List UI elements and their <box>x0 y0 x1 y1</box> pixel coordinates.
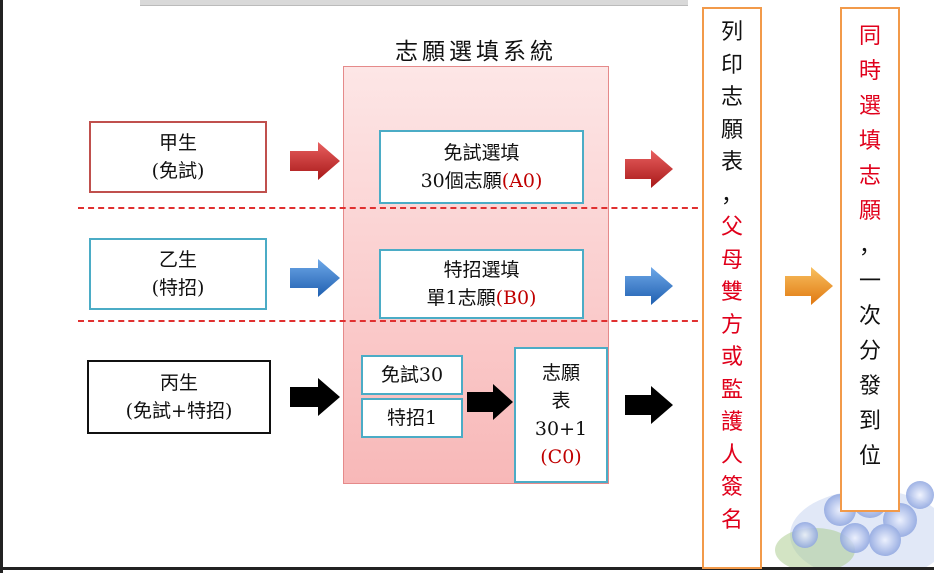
black-arrow-icon <box>467 384 513 420</box>
result-column: 同 時 選 填 志 願 ， 一 次 分 發 到 位 <box>840 7 900 512</box>
signature-char: 父 <box>720 215 743 240</box>
student-c-box: 丙生 (免試+特招) <box>87 360 271 434</box>
signature-char: 護 <box>720 410 743 435</box>
result-char: 一 <box>858 269 881 294</box>
process-c-exempt-label: 免試30 <box>380 364 444 386</box>
student-c-name: 丙生 <box>159 372 198 394</box>
signature-char: 簽 <box>720 475 743 500</box>
process-a-code: (A0) <box>501 170 543 192</box>
result-char: 選 <box>858 94 881 119</box>
result-char: 發 <box>858 374 881 399</box>
red-arrow-icon <box>625 150 673 188</box>
process-c-form-line1: 志願 <box>541 362 580 384</box>
black-arrow-icon <box>625 386 673 424</box>
result-char: 志 <box>858 164 881 189</box>
result-char: 填 <box>858 129 881 154</box>
system-title: 志願選填系統 <box>395 39 557 65</box>
print-char: 表 <box>720 150 743 175</box>
process-b-line2: 單1志願(B0) <box>427 284 537 312</box>
print-form-column: 列 印 志 願 表 ， 父 母 雙 方 或 監 護 人 簽 名 <box>702 7 762 569</box>
process-c-form-box: 志願 表 30+1 (C0) <box>514 347 608 483</box>
red-arrow-icon <box>290 142 340 180</box>
result-char: 位 <box>858 444 881 469</box>
process-c-special-box: 特招1 <box>361 398 463 438</box>
result-char: 願 <box>858 199 881 224</box>
result-char: 時 <box>858 59 881 84</box>
student-a-box: 甲生 (免試) <box>89 121 267 193</box>
print-char: 印 <box>720 52 743 78</box>
frame-left-border <box>0 0 3 573</box>
student-b-box: 乙生 (特招) <box>89 238 267 310</box>
result-char: 次 <box>858 304 881 329</box>
process-a-line1: 免試選填 <box>443 142 520 164</box>
process-a-line2: 30個志願(A0) <box>421 167 543 195</box>
process-c-form-line4: (C0) <box>540 446 582 468</box>
process-b-code: (B0) <box>495 287 537 309</box>
blue-arrow-icon <box>290 259 340 297</box>
result-char: ， <box>858 234 881 259</box>
process-b-line1: 特招選填 <box>443 259 520 281</box>
signature-char: 母 <box>720 247 743 273</box>
print-char: ， <box>720 182 743 208</box>
signature-char: 監 <box>720 377 743 403</box>
print-char: 志 <box>720 85 743 110</box>
process-a-box: 免試選填 30個志願(A0) <box>379 130 584 204</box>
process-c-form-line3: 30+1 <box>534 418 588 440</box>
top-bar <box>140 0 688 6</box>
student-a-type: (免試) <box>151 160 205 182</box>
process-c-exempt-box: 免試30 <box>361 355 463 395</box>
result-char: 分 <box>858 339 881 364</box>
orange-arrow-icon <box>785 267 833 305</box>
student-b-type: (特招) <box>151 277 205 299</box>
print-char: 列 <box>720 20 743 45</box>
result-char: 同 <box>858 24 881 49</box>
signature-char: 雙 <box>720 280 743 305</box>
student-c-type: (免試+特招) <box>125 400 233 422</box>
process-b-box: 特招選填 單1志願(B0) <box>379 249 584 319</box>
blue-arrow-icon <box>625 267 673 305</box>
print-char: 願 <box>720 117 743 143</box>
signature-char: 名 <box>720 507 743 533</box>
signature-char: 人 <box>720 442 743 468</box>
process-b-count: 單1志願 <box>426 287 496 309</box>
dashed-separator-2 <box>78 320 708 322</box>
signature-char: 或 <box>720 345 743 370</box>
signature-char: 方 <box>720 312 743 338</box>
process-c-special-label: 特招1 <box>386 407 438 429</box>
process-c-form-line2: 表 <box>551 390 571 412</box>
frame-bottom-border <box>0 567 934 570</box>
student-b-name: 乙生 <box>158 249 197 271</box>
process-a-count: 30個志願 <box>420 170 502 192</box>
dashed-separator-1 <box>78 207 708 209</box>
student-a-name: 甲生 <box>158 132 197 154</box>
result-char: 到 <box>858 409 881 434</box>
black-arrow-icon <box>290 378 340 416</box>
